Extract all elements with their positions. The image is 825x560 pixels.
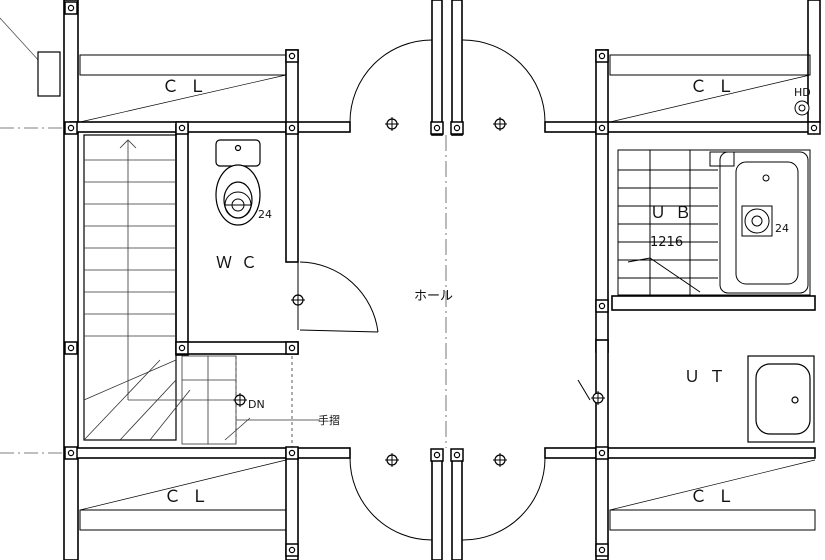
label-stair-down: DN — [248, 398, 265, 411]
wc-fan-icon — [224, 191, 252, 219]
heat-detector-icon — [794, 100, 810, 116]
closet-bottom-right — [609, 459, 816, 531]
ub-fan-icon — [741, 205, 773, 237]
closet-top-left — [79, 54, 287, 123]
label-wc: ＷＣ — [216, 253, 266, 272]
label-cl-top-left: ＣＬ — [162, 77, 216, 97]
label-ut: ＵＴ — [684, 367, 734, 386]
label-ub-fan: 24 — [775, 222, 789, 235]
label-cl-bottom-left: ＣＬ — [164, 487, 218, 507]
washbasin — [747, 355, 815, 443]
label-cl-top-right: ＣＬ — [690, 77, 744, 97]
vent-box — [37, 51, 61, 97]
label-detector: HD — [794, 86, 811, 99]
closet-bottom-left — [79, 459, 287, 531]
label-ub-size: 1216 — [650, 235, 683, 250]
label-ub: ＵＢ — [650, 203, 700, 222]
label-wc-fan: 24 — [258, 208, 272, 221]
label-handrail: 手摺 — [318, 413, 340, 427]
label-cl-bottom-right: ＣＬ — [690, 487, 744, 507]
unit-bath — [617, 149, 811, 296]
closet-top-right — [609, 54, 811, 123]
label-hall: ホール — [414, 289, 453, 304]
doors — [297, 39, 591, 541]
grid-lines — [0, 17, 447, 454]
walls — [63, 0, 821, 560]
staircase — [83, 134, 320, 448]
toilet-fixture — [215, 139, 261, 226]
